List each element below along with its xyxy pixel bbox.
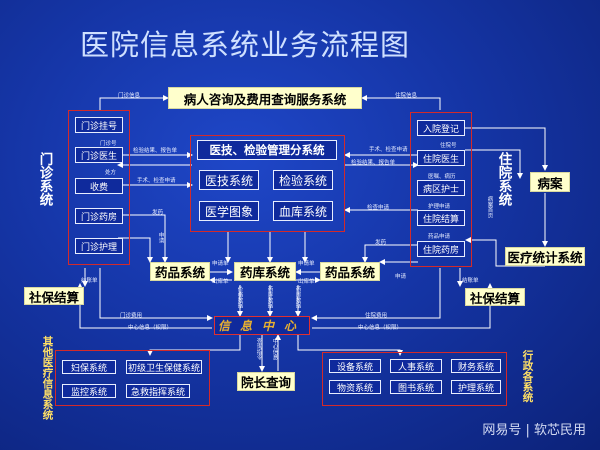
other-system-item: 妇保系统 — [62, 360, 116, 374]
annotation: 申请单 — [212, 261, 229, 267]
admin-system-item: 设备系统 — [329, 359, 381, 373]
annotation: 护理申请 — [428, 204, 451, 210]
dean-query-box: 院长查询 — [237, 372, 295, 391]
inpatient-item: 住院医生 — [417, 150, 465, 166]
annotation: 发药 — [375, 240, 387, 246]
outpatient-item: 收费 — [75, 178, 123, 194]
annotation: 查询指令 — [255, 338, 262, 360]
annotation: 药品申请 — [428, 234, 451, 240]
medical-statistics-box: 医疗统计系统 — [505, 247, 585, 266]
other-systems-frame — [55, 350, 210, 406]
inpatient-item: 病区护士 — [417, 180, 465, 196]
inpatient-frame — [410, 112, 472, 267]
social-settlement-left: 社保结算 — [24, 287, 84, 305]
annotation: 检验结果、报告单 — [133, 148, 178, 154]
outpatient-item: 门诊挂号 — [75, 117, 123, 133]
admin-system-item: 图书系统 — [390, 380, 442, 394]
annotation: 申请单 — [298, 261, 315, 267]
annotation: 住院信息 — [395, 93, 418, 99]
watermark: 网易号 | 软芯民用 — [482, 423, 586, 438]
outpatient-item: 门诊药房 — [75, 208, 123, 224]
medtech-item: 医学图象 — [199, 201, 259, 221]
drug-system-left: 药品系统 — [150, 262, 210, 281]
annotation: 住院费用 — [365, 313, 388, 319]
drug-system-right: 药品系统 — [320, 262, 380, 281]
annotation: 药库数据 — [266, 286, 273, 308]
other-system-item: 监控系统 — [62, 384, 116, 398]
admin-system-item: 物资系统 — [329, 380, 381, 394]
inpatient-item: 住院结算 — [417, 210, 465, 226]
annotation: 检查申请 — [367, 205, 390, 211]
annotation: 门诊费用 — [120, 313, 143, 319]
annotation: 医嘱、病历 — [428, 174, 456, 180]
medical-record-box: 病案 — [530, 172, 570, 192]
annotation: 病案首页 — [486, 196, 493, 218]
annotation: 出库单 — [298, 279, 315, 285]
outpatient-item: 门诊医生 — [75, 147, 123, 163]
annotation: 检验结果、报告单 — [351, 160, 396, 166]
annotation: 中心信息（权限） — [128, 325, 173, 331]
other-system-item: 初级卫生保健系统 — [126, 360, 202, 374]
annotation: 价格数据 — [236, 286, 243, 308]
annotation: 门诊信息 — [118, 93, 141, 99]
inpatient-item: 住院药房 — [417, 241, 465, 257]
medtech-item: 血库系统 — [273, 201, 333, 221]
drug-store-system: 药库系统 — [234, 262, 296, 281]
page-title: 医院信息系统业务流程图 — [80, 28, 411, 62]
annotation: 申请 — [395, 274, 407, 280]
annotation: 发药 — [152, 210, 164, 216]
inpatient-label: 住院系统 — [495, 152, 512, 206]
annotation: 结账单 — [81, 278, 98, 284]
admin-system-item: 财务系统 — [451, 359, 501, 373]
annotation: 出库单 — [212, 279, 229, 285]
annotation: 手术、检查申请 — [137, 178, 176, 184]
annotation: 住院号 — [440, 143, 457, 149]
admin-system-item: 人事系统 — [390, 359, 442, 373]
annotation: 中心信息（权限） — [358, 325, 403, 331]
medtech-item: 医技系统 — [199, 170, 259, 190]
admin-systems-label: 行政各系统 — [521, 350, 534, 403]
admin-system-item: 护理系统 — [451, 380, 501, 394]
outpatient-item: 门诊护理 — [75, 238, 123, 254]
other-system-item: 急救指挥系统 — [126, 384, 190, 398]
social-settlement-right: 社保结算 — [465, 288, 525, 306]
outpatient-label: 门诊系统 — [36, 152, 53, 206]
top-service-box: 病人咨询及费用查询服务系统 — [168, 87, 362, 109]
medtech-item: 检验系统 — [273, 170, 333, 190]
annotation: 药房数据 — [294, 286, 301, 308]
annotation: 中心信息 — [271, 338, 278, 360]
medtech-title: 医技、检验管理分系统 — [197, 140, 337, 160]
inpatient-item: 入院登记 — [417, 120, 465, 136]
other-systems-label: 其他医疗信息系统 — [41, 336, 54, 420]
medtech-frame — [190, 135, 345, 232]
annotation: 结账单 — [462, 278, 479, 284]
annotation: 申请 — [157, 232, 164, 243]
annotation: 手术、检查申请 — [369, 147, 408, 153]
annotation: 门诊号 — [100, 141, 117, 147]
annotation: 处方 — [105, 170, 117, 176]
info-center-box: 信息中心 — [214, 316, 310, 335]
outpatient-frame — [68, 110, 130, 265]
admin-systems-frame — [322, 352, 507, 406]
